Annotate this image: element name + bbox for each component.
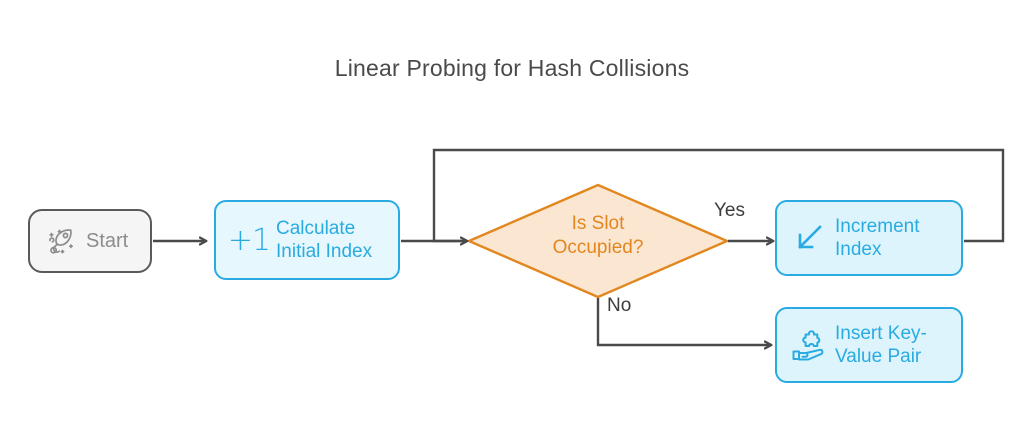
arrow-down-left-icon bbox=[787, 217, 831, 259]
node-start-label: Start bbox=[86, 229, 129, 252]
edge-label-no: No bbox=[607, 295, 632, 316]
node-calculate-initial-index[interactable]: +1 Calculate Initial Index bbox=[214, 200, 400, 280]
plus-one-icon: +1 bbox=[227, 222, 271, 258]
rocket-icon bbox=[42, 222, 80, 260]
edge-label-yes: Yes bbox=[714, 200, 745, 221]
node-increment-index-label: Increment Index bbox=[831, 215, 953, 261]
node-calculate-initial-index-label: Calculate Initial Index bbox=[270, 217, 388, 263]
hand-puzzle-piece-icon bbox=[787, 325, 831, 365]
node-start[interactable]: Start bbox=[28, 209, 152, 273]
node-calculate-label-line-2: Initial Index bbox=[276, 241, 373, 262]
edge-decision-no-to-insert bbox=[596, 298, 771, 345]
node-increment-index[interactable]: Increment Index bbox=[775, 200, 963, 276]
decision-diamond-is-slot-occupied[interactable] bbox=[467, 183, 729, 299]
node-insert-label-line-1: Insert Key- bbox=[835, 322, 927, 344]
node-insert-key-value-pair[interactable]: Insert Key- Value Pair bbox=[775, 307, 963, 383]
node-increment-label-line-2: Index bbox=[835, 239, 882, 260]
diagram-title: Linear Probing for Hash Collisions bbox=[334, 55, 690, 81]
edge-increment-loopback-to-decision bbox=[432, 148, 1005, 243]
node-insert-label-line-2: Value Pair bbox=[835, 346, 922, 367]
node-insert-key-value-pair-label: Insert Key- Value Pair bbox=[831, 322, 953, 368]
node-calculate-label-line-1: Calculate bbox=[276, 217, 356, 239]
node-increment-label-line-1: Increment bbox=[835, 215, 920, 237]
